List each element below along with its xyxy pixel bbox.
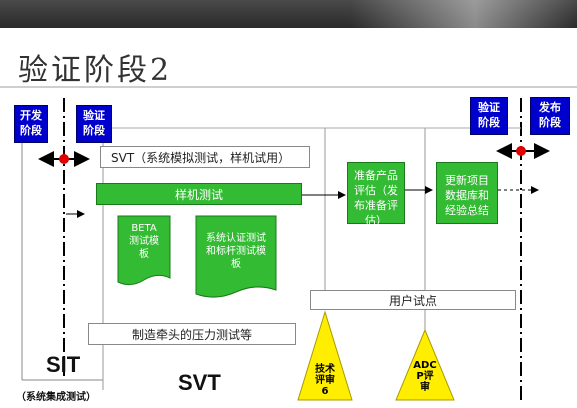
review-1-line1: 技术 xyxy=(315,364,335,375)
update-database-box: 更新项目 数据库和 经验总结 xyxy=(436,162,498,224)
sit-label: SIT xyxy=(46,352,81,377)
prepare-line4: 估） xyxy=(365,214,387,227)
prototype-test-bar: 样机测试 xyxy=(96,183,302,205)
develop-phase-box: 开发 阶段 xyxy=(14,105,48,143)
release-phase-box: 发布 阶段 xyxy=(530,97,570,135)
update-line2: 数据库和 xyxy=(445,189,489,202)
cert-line1: 系统认证测试 xyxy=(206,233,266,244)
beta-line3: 板 xyxy=(139,249,149,260)
release-line2: 阶段 xyxy=(539,116,561,129)
review-triangle-2 xyxy=(395,328,455,401)
review-2-line1: ADC xyxy=(413,360,437,371)
prepare-line1: 准备产品 xyxy=(354,169,398,182)
review-triangle-1 xyxy=(297,310,353,401)
review-2-text: ADC P评 审 xyxy=(410,360,440,393)
cert-line3: 板 xyxy=(231,259,241,270)
banner-highlight xyxy=(350,0,577,28)
beta-line2: 测试模 xyxy=(129,236,159,247)
title-divider xyxy=(0,86,577,88)
right-milestone-dot xyxy=(516,146,526,156)
review-2-line2: P评 xyxy=(416,371,434,382)
prepare-line2: 评估（发 xyxy=(354,184,398,197)
develop-phase-line2: 阶段 xyxy=(20,124,42,137)
develop-phase-line1: 开发 xyxy=(20,109,42,122)
verify-right-line2: 阶段 xyxy=(478,116,500,129)
update-line3: 经验总结 xyxy=(445,204,489,217)
verify-phase-box-left: 验证 阶段 xyxy=(76,105,112,143)
beta-doc-shape xyxy=(117,215,171,286)
verify-left-line1: 验证 xyxy=(83,109,105,122)
verify-right-line1: 验证 xyxy=(478,101,500,114)
stress-test-box: 制造牵头的压力测试等 xyxy=(88,323,296,345)
cert-doc-text: 系统认证测试 和标杆测试模 板 xyxy=(196,232,276,271)
verify-phase-box-right: 验证 阶段 xyxy=(470,97,508,135)
beta-doc-text: BETA 测试模 板 xyxy=(118,222,170,261)
cert-doc-shape xyxy=(195,215,277,298)
cert-line2: 和标杆测试模 xyxy=(206,246,266,257)
user-trial-box: 用户试点 xyxy=(310,290,516,310)
update-line1: 更新项目 xyxy=(445,174,489,187)
svt-big-label: SVT xyxy=(178,370,221,395)
release-line1: 发布 xyxy=(539,101,561,114)
svt-description-box: SVT（系统模拟测试，样机试用） xyxy=(100,146,310,168)
review-1-line3: 6 xyxy=(321,386,329,397)
beta-line1: BETA xyxy=(131,223,157,234)
top-banner xyxy=(0,0,577,28)
left-milestone-dot xyxy=(59,154,69,164)
sit-subtitle: （系统集成测试） xyxy=(16,392,96,403)
prepare-evaluation-box: 准备产品 评估（发 布准备评 估） xyxy=(347,162,405,227)
review-1-text: 技术 评审 6 xyxy=(310,364,340,397)
prepare-line3: 布准备评 xyxy=(354,199,398,212)
review-1-line2: 评审 xyxy=(315,375,335,386)
review-2-line3: 审 xyxy=(420,382,430,393)
page-title: 验证阶段2 xyxy=(18,53,173,88)
verify-left-line2: 阶段 xyxy=(83,124,105,137)
